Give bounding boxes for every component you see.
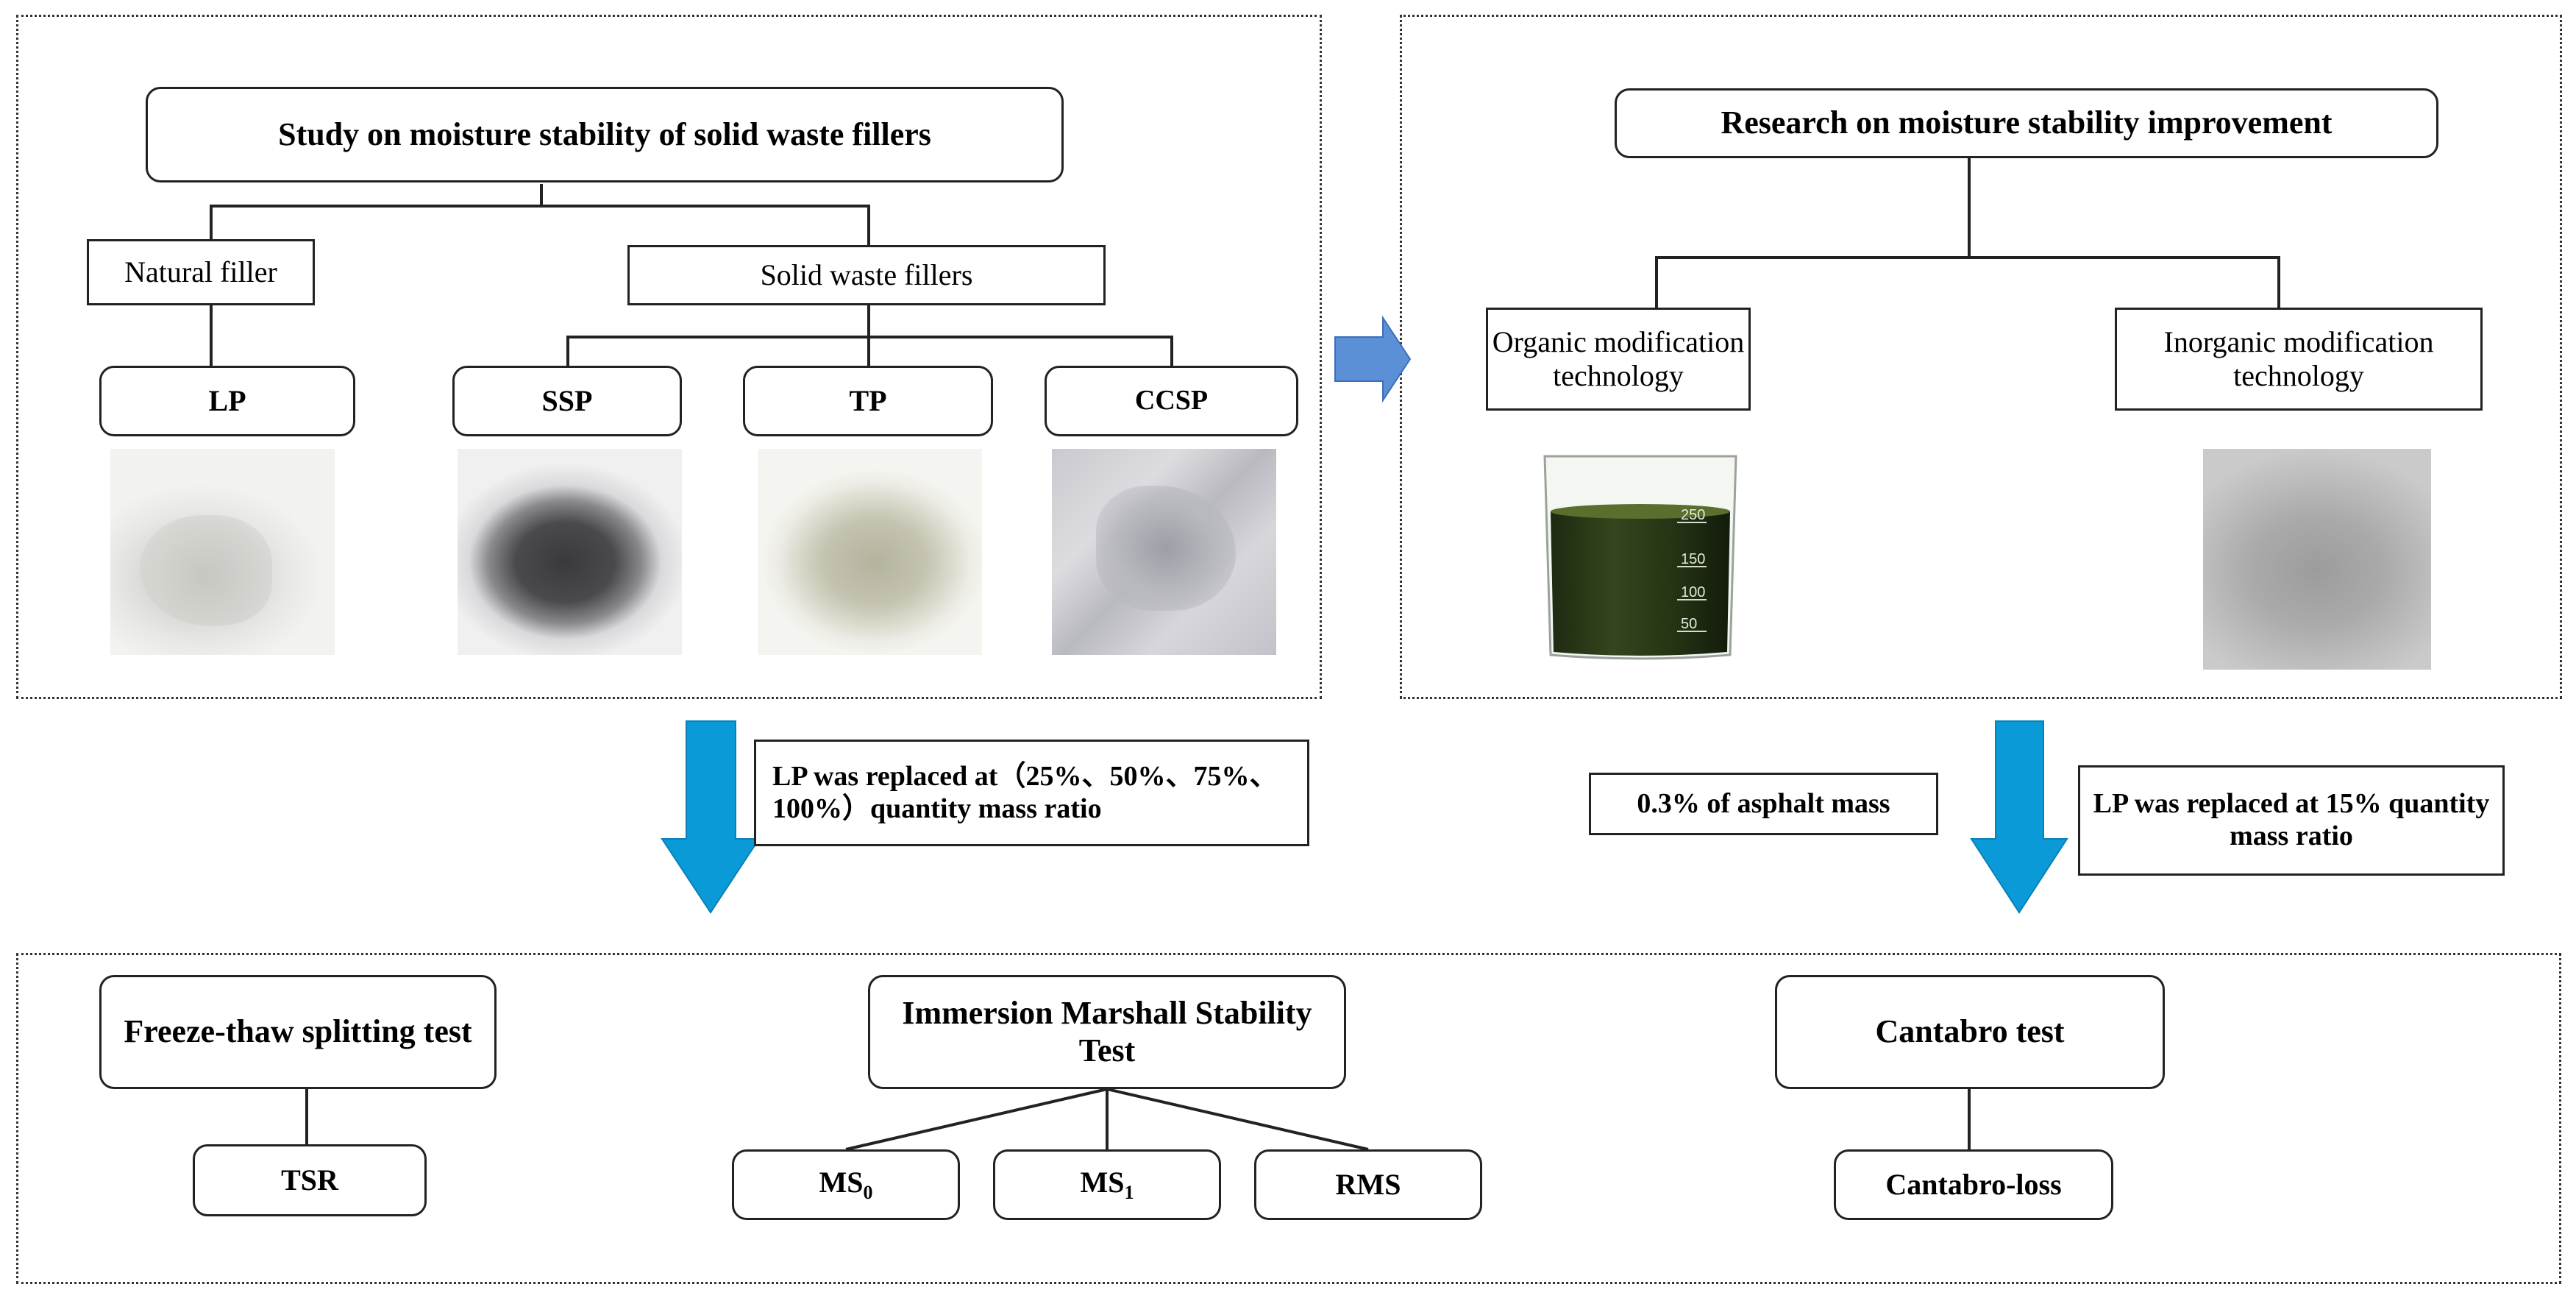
ms0-label-base: MS (819, 1166, 864, 1199)
beaker-mark-250: 250 (1681, 507, 1705, 523)
ms1-label-subscript: 1 (1124, 1182, 1134, 1204)
connector-line (566, 336, 569, 366)
rms-label: RMS (1335, 1168, 1401, 1201)
beaker-mark-150: 150 (1681, 551, 1705, 567)
lp-powder-photo (110, 449, 335, 655)
tsr-label: TSR (281, 1163, 338, 1197)
connector-line (1170, 336, 1173, 366)
right-replacement-note-text: LP was replaced at 15% quantity mass rat… (2093, 788, 2490, 851)
left-top-panel (16, 15, 1322, 699)
connector-line (1655, 256, 2280, 259)
connector-line (305, 1089, 308, 1144)
connector-line (210, 205, 870, 208)
connector-line (867, 305, 870, 337)
inorganic-modification-label: Inorganic modification technology (2163, 325, 2434, 392)
right-replacement-note: LP was replaced at 15% quantity mass rat… (2078, 765, 2505, 876)
connector-line (1968, 1089, 1971, 1149)
connector-ms0 (845, 1088, 1108, 1151)
ms0-label-subscript: 0 (863, 1182, 873, 1204)
beaker-mark-50: 50 (1681, 616, 1697, 632)
connector-line (210, 305, 213, 366)
ms1-box: MS1 (993, 1149, 1221, 1220)
filler-ssp-box: SSP (452, 366, 682, 436)
filler-tp-box: TP (743, 366, 993, 436)
organic-modification-label: Organic modification technology (1492, 325, 1745, 392)
asphalt-mass-note: 0.3% of asphalt mass (1589, 773, 1938, 835)
connector-line (1968, 158, 1971, 258)
connector-line (867, 205, 870, 246)
cantabro-test-label: Cantabro test (1875, 1013, 2065, 1050)
down-arrow-icon (1970, 720, 2068, 914)
beaker-mark-100: 100 (1681, 584, 1705, 600)
solid-waste-fillers-label: Solid waste fillers (760, 258, 973, 291)
asphalt-mass-note-text: 0.3% of asphalt mass (1637, 787, 1890, 819)
right-arrow-icon (1334, 315, 1412, 403)
organic-modification-box: Organic modification technology (1486, 308, 1751, 411)
left-replacement-note-text: LP was replaced at（25%、50%、75%、100%）quan… (772, 760, 1278, 824)
cantabro-test-box: Cantabro test (1775, 975, 2165, 1089)
marshall-test-label: Immersion Marshall Stability Test (902, 994, 1312, 1068)
connector-line (1655, 256, 1658, 309)
filler-ccsp-label: CCSP (1134, 385, 1209, 416)
organic-modifier-beaker-photo: 250 150 100 50 (1530, 442, 1751, 662)
ms0-label: MS0 (819, 1166, 873, 1204)
ssp-powder-photo (458, 449, 682, 655)
bottom-panel (16, 953, 2561, 1284)
filler-lp-label: LP (208, 384, 246, 417)
connector-line (867, 336, 870, 366)
ms1-label-base: MS (1080, 1166, 1125, 1199)
connector-line (210, 205, 213, 240)
freeze-thaw-test-label: Freeze-thaw splitting test (124, 1013, 472, 1050)
cantabro-loss-box: Cantabro-loss (1834, 1149, 2113, 1220)
tsr-box: TSR (193, 1144, 427, 1216)
ms0-box: MS0 (732, 1149, 960, 1220)
connector-line (540, 184, 543, 206)
filler-ccsp-box: CCSP (1045, 366, 1298, 436)
beaker-drawing: 250 150 100 50 (1543, 455, 1737, 660)
marshall-test-box: Immersion Marshall Stability Test (868, 975, 1346, 1089)
filler-lp-box: LP (99, 366, 355, 436)
connector-rms (1106, 1088, 1369, 1151)
ccsp-powder-photo (1052, 449, 1276, 655)
inorganic-modification-box: Inorganic modification technology (2115, 308, 2483, 411)
natural-filler-label: Natural filler (124, 255, 277, 288)
freeze-thaw-test-box: Freeze-thaw splitting test (99, 975, 497, 1089)
tp-powder-photo (758, 449, 982, 655)
down-arrow-icon (661, 720, 761, 914)
rms-box: RMS (1254, 1149, 1482, 1220)
left-panel-title: Study on moisture stability of solid was… (146, 87, 1064, 182)
connector-line (2277, 256, 2280, 309)
inorganic-modifier-powder-photo (2203, 449, 2431, 670)
right-panel-title: Research on moisture stability improveme… (1615, 88, 2438, 158)
cantabro-loss-label: Cantabro-loss (1885, 1168, 2062, 1201)
left-panel-title-text: Study on moisture stability of solid was… (278, 116, 931, 152)
left-replacement-note: LP was replaced at（25%、50%、75%、100%）quan… (754, 740, 1309, 846)
solid-waste-fillers-box: Solid waste fillers (627, 245, 1106, 305)
filler-ssp-label: SSP (541, 384, 593, 417)
filler-tp-label: TP (849, 384, 887, 417)
natural-filler-box: Natural filler (87, 239, 315, 305)
ms1-label: MS1 (1081, 1166, 1134, 1204)
right-panel-title-text: Research on moisture stability improveme… (1721, 104, 2333, 141)
